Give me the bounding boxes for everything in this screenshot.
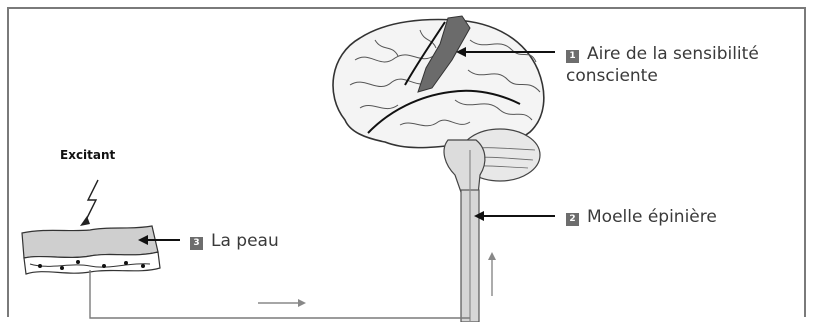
label-skin-text: La peau [211, 231, 279, 251]
label-number-1: 1 [566, 50, 579, 63]
pointer-arrow-2-icon [474, 211, 555, 221]
brain-stem [444, 140, 485, 195]
label-number-3: 3 [190, 237, 203, 250]
stimulus-arrowhead-icon [80, 216, 90, 226]
label-sensory-area: 1 Aire de la sensibilité consciente [566, 43, 759, 87]
label-sensory-area-line1: Aire de la sensibilité [587, 44, 759, 64]
arrow-right-icon [258, 299, 306, 307]
label-spinal-cord-text: Moelle épinière [587, 207, 717, 227]
stimulus-label: Excitant [60, 148, 115, 162]
label-number-2: 2 [566, 213, 579, 226]
skin-sample [22, 226, 160, 274]
arrow-up-icon [488, 252, 496, 296]
label-spinal-cord: 2 Moelle épinière [566, 206, 717, 228]
sensory-nerve [90, 270, 470, 318]
label-sensory-area-line2: consciente [566, 66, 658, 86]
brain [333, 16, 544, 148]
label-skin: 3 La peau [190, 230, 279, 252]
